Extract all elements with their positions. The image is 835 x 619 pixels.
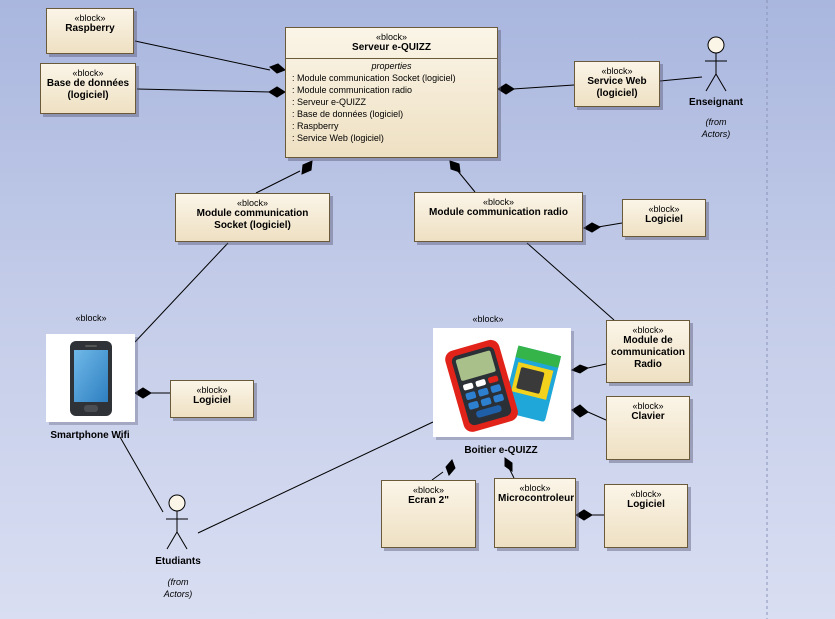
stereotype-label: «block»	[519, 483, 551, 493]
composition-diamond	[582, 222, 602, 233]
link-server-socket	[255, 170, 301, 194]
block-name: Module de communication Radio	[611, 335, 685, 370]
actor-icon	[705, 36, 727, 92]
smartphone-stereotype: «block»	[75, 313, 107, 323]
block-micro-logiciel[interactable]: «block» Logiciel	[604, 484, 688, 548]
actor-enseignant-name[interactable]: Enseignant	[689, 97, 743, 108]
composition-diamond	[268, 86, 286, 98]
stereotype-label: «block»	[196, 385, 228, 395]
properties-title: properties	[371, 61, 412, 71]
block-radio-logiciel[interactable]: «block» Logiciel	[622, 199, 706, 237]
block-clavier[interactable]: «block» Clavier	[606, 396, 690, 460]
link-smartphone-etudiants	[119, 436, 164, 513]
block-module-radio[interactable]: «block» Module de communication Radio	[606, 320, 690, 383]
link-radio-logiciel	[597, 222, 623, 228]
actor-enseignant-origin: (from Actors)	[701, 117, 731, 139]
composition-diamond	[445, 459, 456, 476]
smartphone-label: Smartphone Wifi	[50, 430, 130, 441]
link-raspberry-server	[134, 40, 271, 71]
block-name: Ecran 2"	[408, 495, 449, 506]
smartphone-image[interactable]	[46, 334, 135, 422]
boitier-image[interactable]	[433, 328, 571, 437]
composition-diamond	[301, 160, 313, 175]
stereotype-label: «block»	[72, 68, 104, 78]
block-phone-logiciel[interactable]: «block» Logiciel	[170, 380, 254, 418]
actor-etudiants-origin: (from Actors)	[163, 577, 193, 599]
link-boitier-clavier	[587, 411, 607, 421]
composition-diamond	[449, 160, 461, 173]
actor-icon	[166, 494, 188, 550]
stereotype-label: «block»	[632, 325, 664, 335]
link-boitier-moduleradio	[587, 363, 607, 369]
property-item: : Service Web (logiciel)	[292, 133, 384, 143]
stereotype-label: «block»	[632, 401, 664, 411]
block-name: Logiciel	[193, 395, 231, 406]
property-item: : Module communication radio	[292, 85, 413, 95]
compartment-divider	[286, 58, 497, 59]
composition-diamond	[570, 364, 590, 374]
block-name: Module communication radio	[429, 207, 568, 218]
composition-diamond	[504, 457, 513, 472]
link-serviceweb-enseignant	[659, 76, 703, 82]
property-item: : Serveur e-QUIZZ	[292, 97, 367, 107]
link-database-server	[136, 88, 271, 93]
block-service-web[interactable]: «block» Service Web (logiciel)	[574, 61, 660, 107]
property-item: : Raspberry	[292, 121, 339, 131]
stereotype-label: «block»	[648, 204, 680, 214]
block-name: Module communication Socket (logiciel)	[196, 208, 309, 231]
block-ecran[interactable]: «block» Ecran 2"	[381, 480, 476, 548]
link-boitier-ecran	[431, 471, 444, 481]
block-name: Microcontroleur	[498, 493, 575, 504]
block-radio-module[interactable]: «block» Module communication radio	[414, 192, 583, 242]
remote-device-icon	[445, 339, 562, 432]
stereotype-label: «block»	[412, 485, 445, 495]
composition-diamond	[571, 404, 589, 418]
block-raspberry[interactable]: «block» Raspberry	[46, 8, 134, 54]
link-radio-moduleradio	[526, 242, 615, 321]
composition-diamond	[575, 509, 593, 521]
block-database[interactable]: «block» Base de données (logiciel)	[40, 63, 136, 114]
smartphone-icon	[70, 341, 112, 416]
stereotype-label: «block»	[236, 198, 269, 208]
block-server[interactable]: «block» Serveur e-QUIZZ properties : Mod…	[285, 27, 498, 158]
composition-diamond	[134, 387, 152, 399]
composition-diamond	[269, 63, 286, 74]
link-server-radio	[456, 169, 476, 193]
stereotype-label: «block»	[482, 197, 515, 207]
stereotype-label: «block»	[375, 32, 408, 42]
actor-etudiants-name[interactable]: Etudiants	[155, 556, 201, 567]
stereotype-label: «block»	[601, 66, 633, 76]
block-microcontroleur[interactable]: «block» Microcontroleur	[494, 478, 576, 548]
composition-diamond	[497, 83, 515, 95]
block-name: Service Web (logiciel)	[587, 76, 647, 99]
stereotype-label: «block»	[630, 489, 662, 499]
block-name: Serveur e-QUIZZ	[352, 42, 431, 53]
block-name: Raspberry	[65, 23, 115, 34]
stereotype-label: «block»	[74, 13, 106, 23]
boitier-stereotype: «block»	[472, 314, 504, 324]
block-name: Base de données (logiciel)	[46, 78, 130, 101]
link-server-serviceweb	[512, 84, 575, 90]
link-etudiants-boitier	[197, 421, 434, 534]
property-item: : Module communication Socket (logiciel)	[292, 73, 456, 83]
block-name: Logiciel	[627, 499, 665, 510]
block-name: Logiciel	[645, 214, 683, 225]
link-socket-smartphone	[134, 242, 229, 343]
block-name: Clavier	[631, 411, 665, 422]
boitier-label: Boitier e-QUIZZ	[464, 445, 538, 456]
property-item: : Base de données (logiciel)	[292, 109, 404, 119]
block-socket-module[interactable]: «block» Module communication Socket (log…	[175, 193, 330, 242]
